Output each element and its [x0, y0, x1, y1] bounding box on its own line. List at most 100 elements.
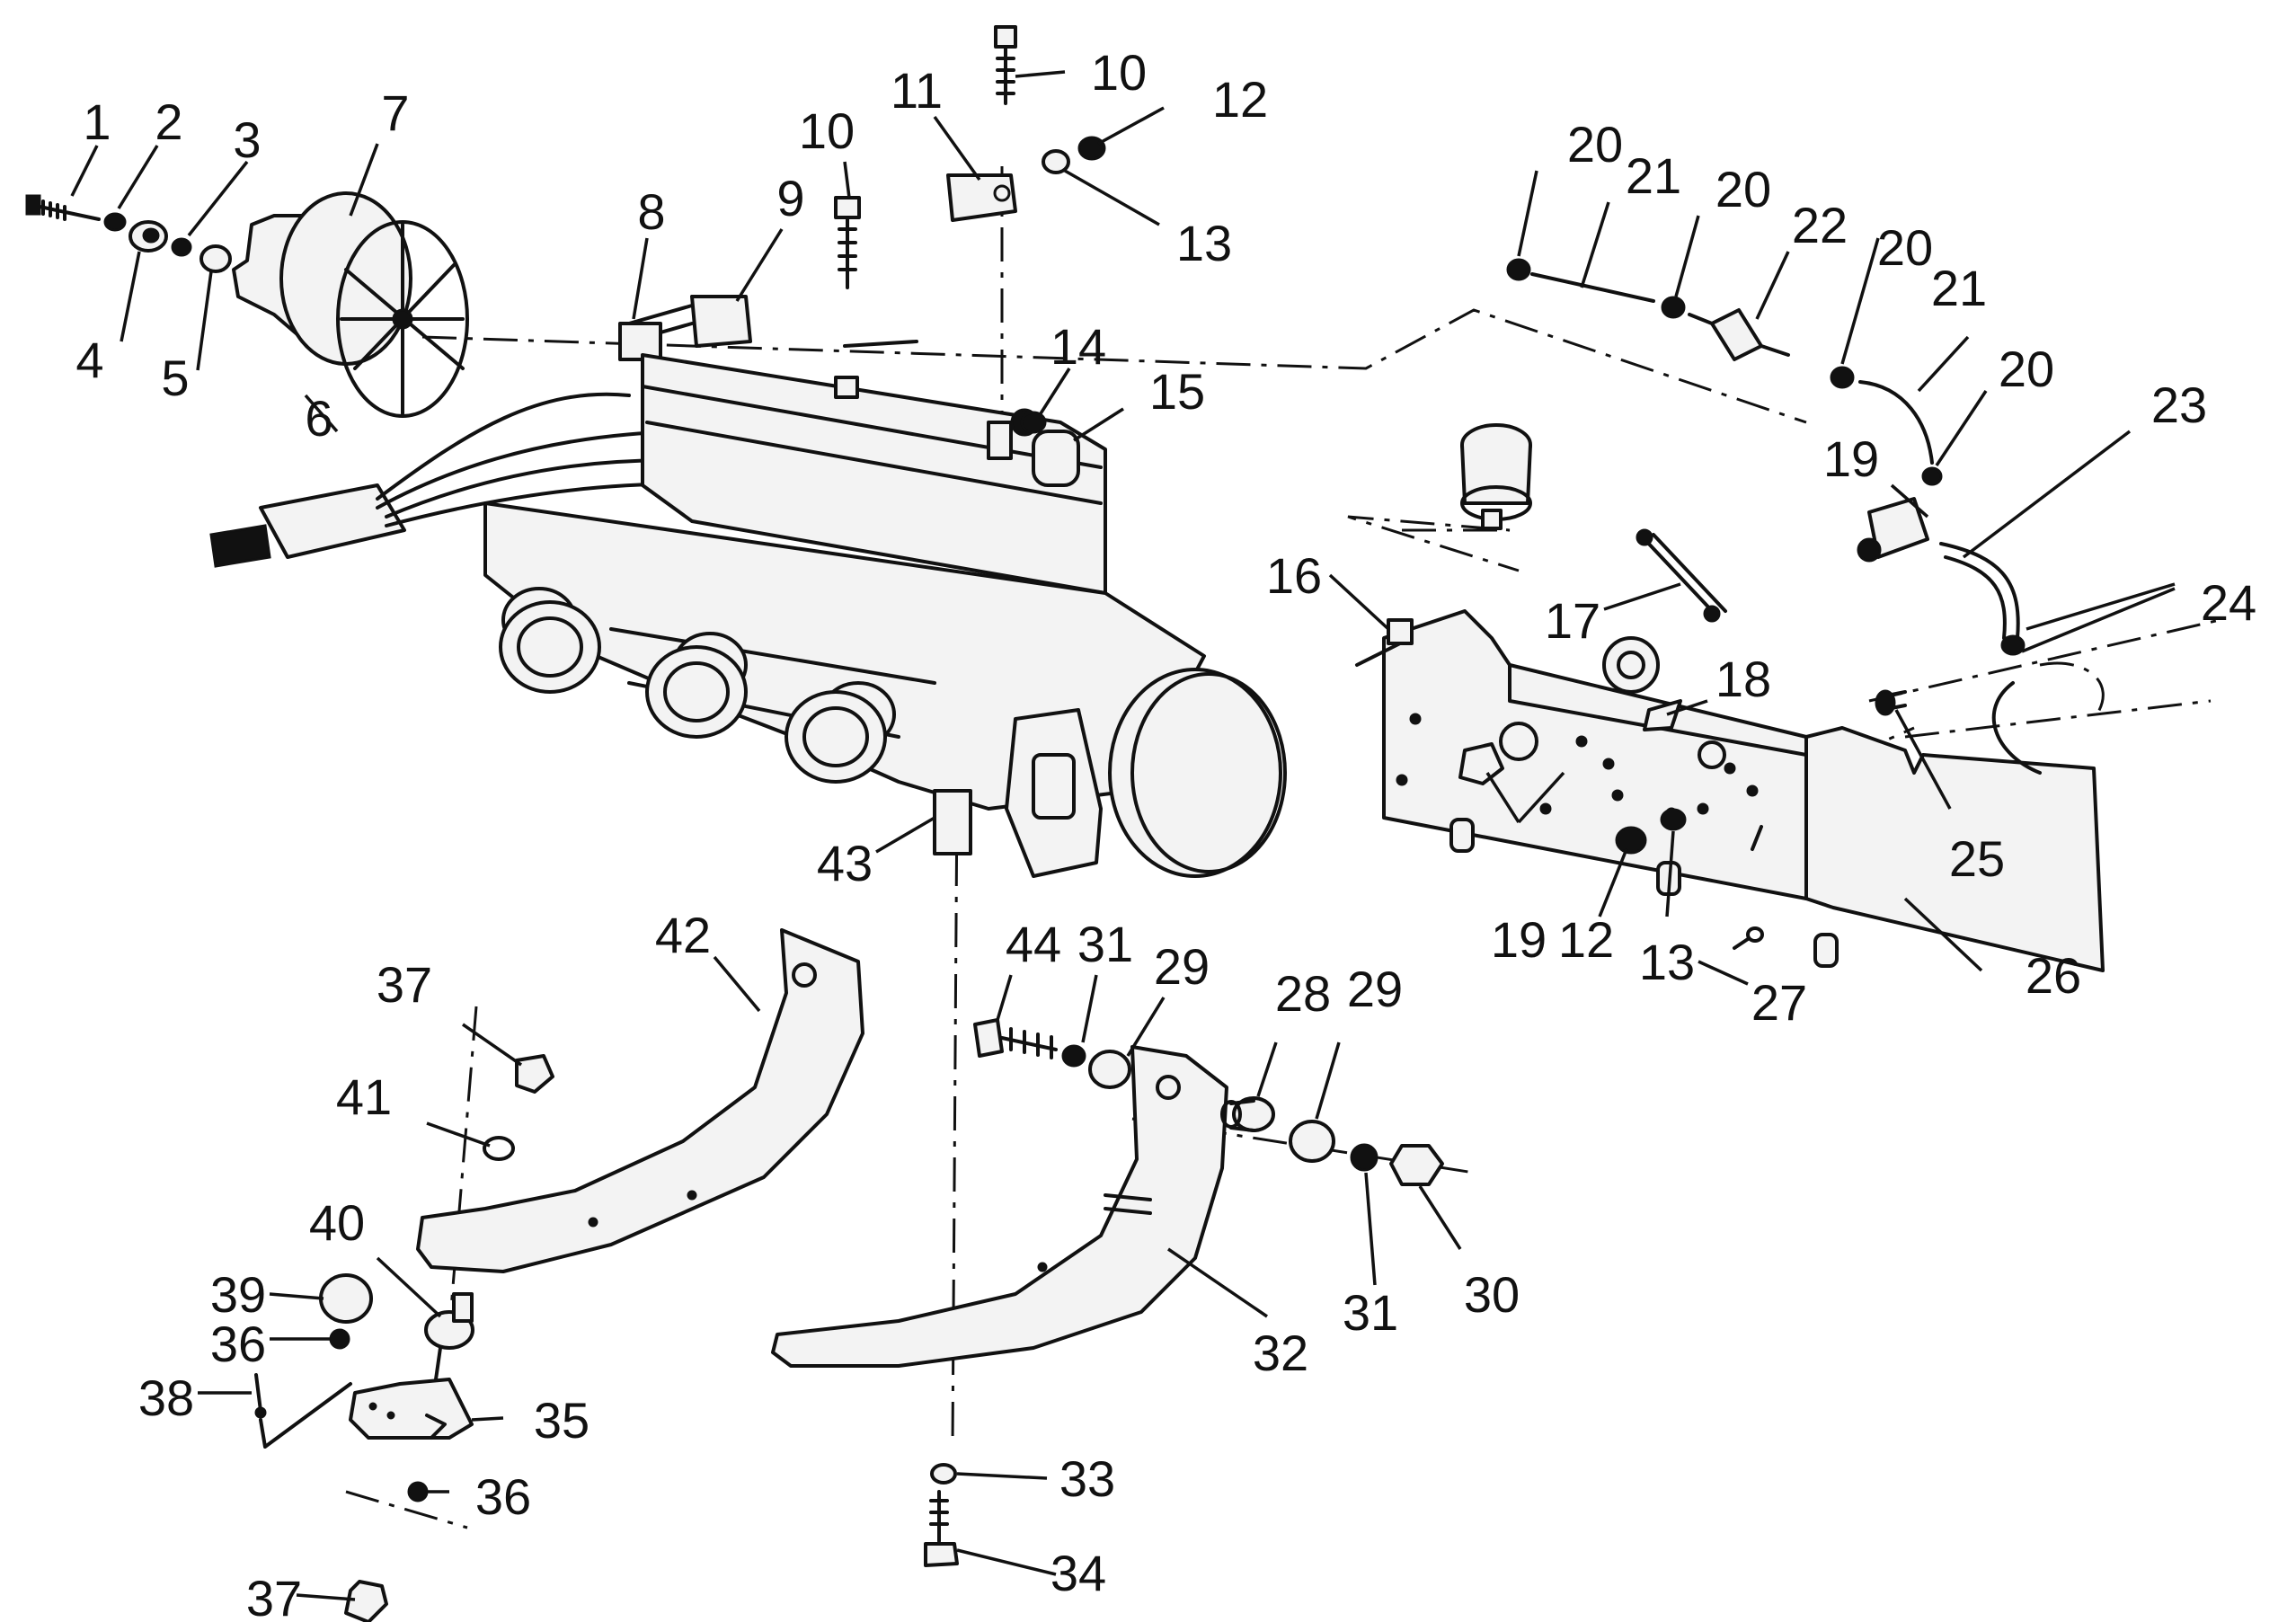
bolt-part-10-left [834, 196, 861, 289]
callout-16: 16 [1266, 547, 1322, 604]
ferrule-part-20-a [1506, 258, 1531, 281]
nut-part-30 [1389, 1144, 1444, 1186]
callout-42: 42 [655, 907, 711, 963]
callout-32: 32 [1253, 1325, 1308, 1381]
grommet-part-29-b [1289, 1120, 1335, 1163]
callout-38: 38 [138, 1369, 194, 1426]
callout-17: 17 [1545, 592, 1600, 649]
callout-7: 7 [381, 84, 409, 141]
carburetor-right [785, 681, 896, 784]
bushing-part-5 [199, 244, 232, 273]
callout-13-top: 13 [1176, 215, 1232, 271]
callout-20-b: 20 [1715, 161, 1771, 217]
callout-20-d: 20 [1999, 341, 2054, 397]
nut-part-37-top [515, 1054, 554, 1094]
pin-upper [1751, 825, 1763, 851]
callout-19-lower: 19 [1491, 911, 1547, 968]
callout-36-bottom: 36 [475, 1468, 531, 1525]
clamp-part-24 [2000, 634, 2026, 656]
callout-29-right: 29 [1347, 961, 1403, 1017]
nut-part-36-top [329, 1328, 350, 1350]
callout-18: 18 [1715, 651, 1771, 707]
flywheel-cover [1005, 668, 1287, 878]
front-mount-bracket-part-42 [416, 928, 864, 1273]
rear-mount-bracket-part-32 [771, 1045, 1228, 1368]
callout-22: 22 [1792, 197, 1848, 253]
callout-25: 25 [1949, 830, 2005, 887]
engine-assembly [209, 25, 1287, 878]
mount-block-part-11 [946, 173, 1017, 222]
stud-part-25 [1875, 689, 1907, 716]
front-mount-hardware [254, 1054, 554, 1622]
callout-27: 27 [1751, 974, 1807, 1031]
callout-37-top: 37 [377, 956, 432, 1013]
washer-part-3 [171, 237, 192, 257]
nut-part-19-lower [1458, 742, 1504, 785]
bolt-part-34 [924, 1490, 959, 1567]
recoil-starter-assembly [25, 191, 469, 418]
bolt-part-10-top [994, 25, 1017, 105]
fitting-part-19-upper [1857, 497, 1929, 563]
callout-36-top: 36 [210, 1316, 266, 1372]
callout-13-lower: 13 [1639, 934, 1695, 990]
callout-37-bottom: 37 [246, 1570, 302, 1622]
callout-44: 44 [1006, 916, 1061, 972]
callout-28: 28 [1275, 965, 1331, 1022]
callout-39: 39 [210, 1266, 266, 1323]
ferrule-part-20-c [1830, 366, 1855, 389]
hose-part-23 [1939, 542, 2020, 640]
bolt-part-44 [973, 1018, 1058, 1059]
callout-29-left: 29 [1154, 938, 1210, 995]
isolator-part-40 [424, 1292, 474, 1381]
nut-part-12-lower [1615, 826, 1647, 855]
washer-part-31-b [1350, 1143, 1378, 1172]
callout-21-b: 21 [1931, 260, 1987, 316]
washer-part-41 [483, 1136, 515, 1161]
callout-21-a: 21 [1626, 147, 1681, 204]
callout-23: 23 [2151, 377, 2207, 433]
throttle-line-assembly [1460, 258, 2026, 656]
callout-10-left: 10 [799, 102, 855, 159]
callout-12-top: 12 [1212, 71, 1268, 128]
starter-housing-part-7 [232, 191, 469, 418]
callout-11: 11 [891, 62, 943, 119]
callout-43: 43 [817, 835, 873, 891]
callout-5: 5 [161, 350, 189, 406]
washer-part-33 [930, 1463, 957, 1485]
mount-hardware [924, 1018, 1444, 1567]
callout-20-a: 20 [1567, 116, 1623, 173]
callout-26: 26 [2026, 947, 2081, 1004]
hub-part-4 [129, 220, 168, 253]
callout-3: 3 [233, 111, 261, 168]
strap-part-17 [1636, 528, 1727, 623]
callout-24: 24 [2201, 574, 2256, 631]
solenoid [1460, 423, 1532, 530]
nut-part-36-bottom [407, 1481, 429, 1502]
callout-33: 33 [1059, 1450, 1115, 1507]
carburetor-middle [645, 632, 748, 739]
callout-14: 14 [1050, 318, 1106, 375]
bracket-part-35 [349, 1378, 474, 1440]
ignition-coil-part-6 [209, 392, 855, 568]
leader-lines [70, 70, 2176, 1601]
line-part-21-a [1530, 272, 1655, 303]
callout-19-upper: 19 [1823, 430, 1879, 487]
spark-plug-part-8 [618, 322, 662, 361]
pin-part-27 [1733, 937, 1750, 950]
grommet-part-29-a [1088, 1050, 1131, 1089]
filter-part-22 [1688, 308, 1790, 361]
line-part-21-b [1858, 380, 1934, 465]
bolt-part-1 [25, 194, 101, 221]
callout-31-right: 31 [1343, 1284, 1398, 1341]
callout-10-top: 10 [1091, 44, 1147, 101]
callout-15: 15 [1149, 363, 1205, 420]
callout-labels: 1 2 3 4 5 6 7 8 9 10 10 11 12 13 14 15 1… [75, 44, 2256, 1622]
washer-part-31-a [1061, 1044, 1086, 1068]
callout-40: 40 [309, 1194, 365, 1251]
pulley-outline [1991, 661, 2105, 775]
callout-4: 4 [75, 332, 103, 388]
ferrule-part-20-d [1921, 466, 1943, 486]
callout-6: 6 [305, 390, 332, 447]
nut-part-14 [1020, 411, 1047, 434]
